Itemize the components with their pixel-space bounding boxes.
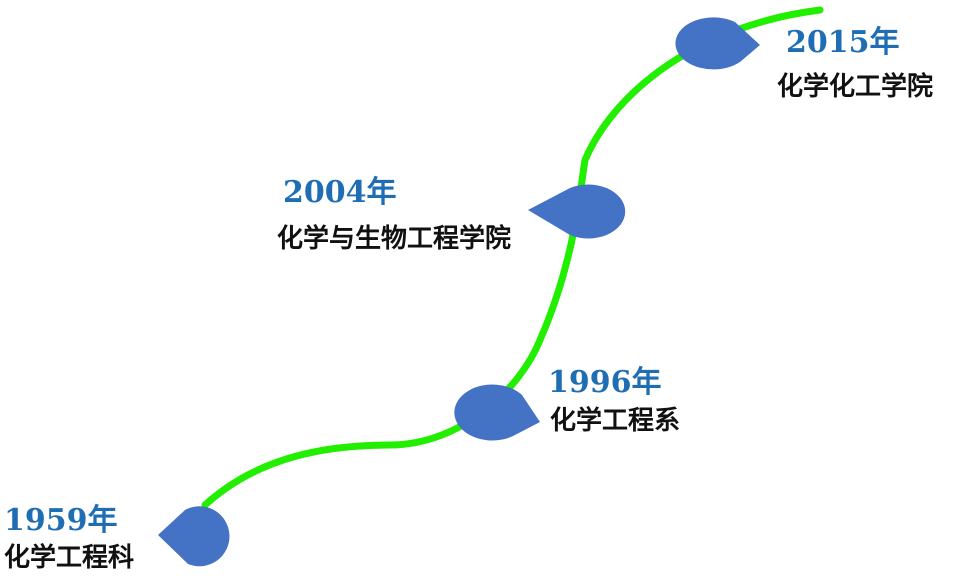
map-pin-icon [158,506,230,567]
stage-label-1959: 化学工程科 [4,543,135,573]
milestone-marker-1996 [454,384,540,441]
map-pin-icon [454,384,540,441]
year-2015: 2015年 [786,25,900,60]
stage-label-2015: 化学化工学院 [777,72,934,102]
year-1996: 1996年 [548,365,662,400]
milestone-marker-1959 [158,506,230,567]
milestone-marker-2015 [675,17,760,70]
year-2004: 2004年 [283,175,397,210]
year-1959: 1959年 [4,503,118,538]
milestone-marker-2004 [528,184,626,239]
map-pin-icon [675,17,760,70]
map-pin-icon [528,184,626,239]
timeline-path [201,6,824,509]
stage-label-1996: 化学工程系 [550,406,681,436]
stage-label-2004: 化学与生物工程学院 [277,224,512,254]
